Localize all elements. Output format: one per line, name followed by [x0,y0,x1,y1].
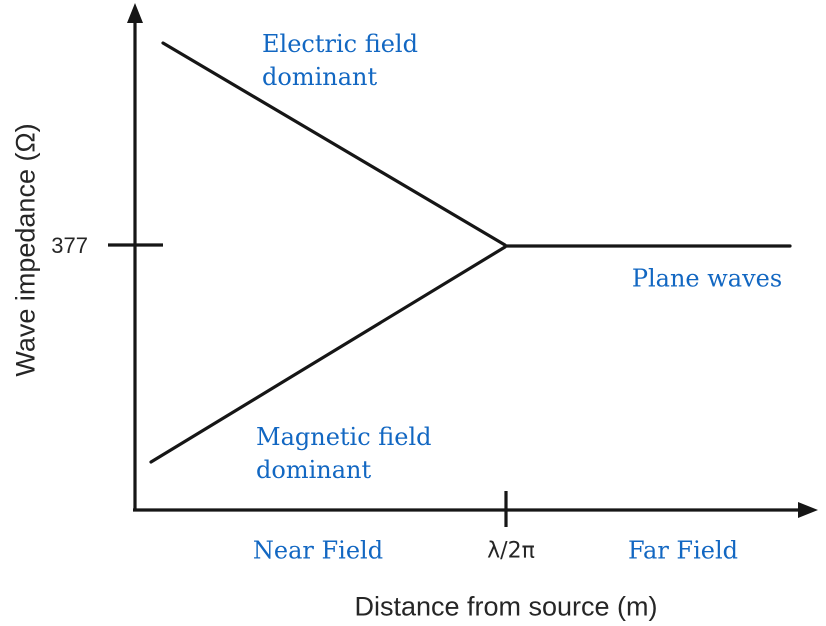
electric-field-impedance-line [161,41,507,247]
plane-waves-label: Plane waves [631,264,783,293]
magnetic-field-dominant-label: Magnetic field dominant [256,423,432,484]
y-tick-377-label: 377 [51,233,88,258]
x-axis-title: Distance from source (m) [354,591,658,622]
y-axis-arrowhead-icon [127,3,143,23]
x-tick-lambda-label: λ/2π [487,538,535,564]
far-field-region-label: Far Field [627,536,739,565]
electric-field-dominant-label: Electric field dominant [262,30,418,91]
magnetic-field-impedance-line [149,245,507,464]
near-field-region-label: Near Field [252,536,384,565]
x-axis-arrowhead-icon [798,502,818,518]
